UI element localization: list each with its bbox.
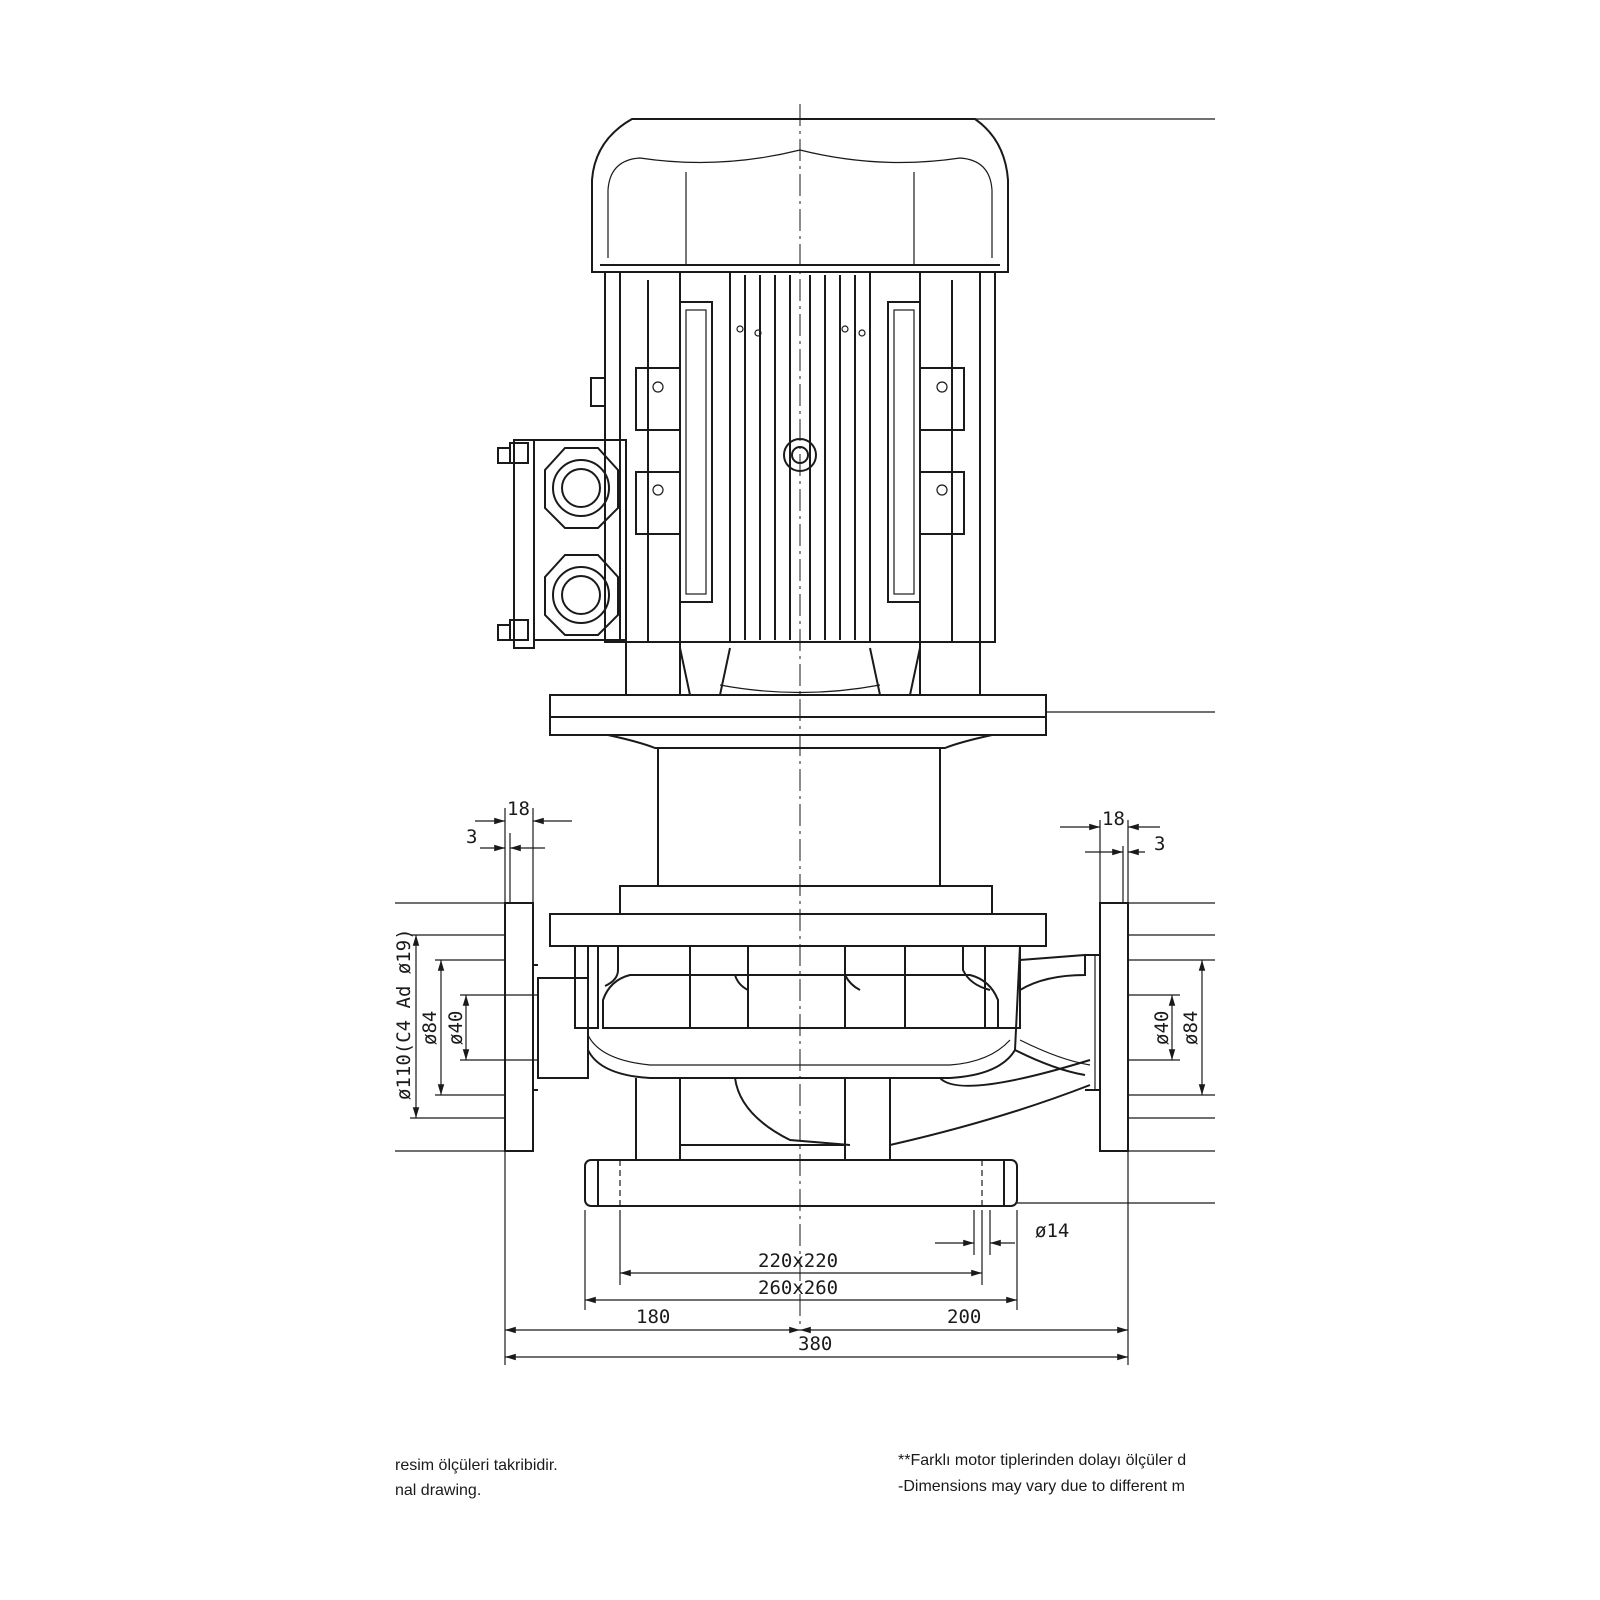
note-right-line1: **Farklı motor tiplerinden dolayı ölçüle… — [898, 1452, 1187, 1469]
inlet-flange — [504, 902, 589, 1152]
dim-diameters-right — [1128, 902, 1215, 1152]
dim-text-right-offset: 200 — [947, 1306, 981, 1328]
dim-flange-left — [475, 808, 572, 903]
dim-text-raised-face-right: ø84 — [1180, 1011, 1202, 1045]
note-left-line1: resim ölçüleri takribidir. — [395, 1457, 558, 1474]
dim-diameters-left — [395, 902, 538, 1152]
dim-text-base-hole: ø14 — [1035, 1220, 1069, 1242]
base-plate — [584, 1159, 1018, 1207]
dim-overall — [504, 1151, 1129, 1365]
dim-text-base-plate: 260x260 — [758, 1277, 838, 1299]
dim-text-flange-thickness-left: 18 — [507, 798, 530, 820]
note-right-line2: -Dimensions may vary due to different m — [898, 1478, 1185, 1495]
dim-base-hole — [935, 1210, 1015, 1255]
motor-flange — [549, 694, 1047, 749]
lantern-adapter — [549, 747, 1047, 947]
dim-text-left-offset: 180 — [636, 1306, 670, 1328]
motor-body — [604, 271, 996, 696]
dim-text-bore-right: ø40 — [1151, 1011, 1173, 1045]
dim-flange-right — [1060, 820, 1160, 903]
note-left-line2: nal drawing. — [395, 1482, 482, 1499]
dim-text-bolt-circle-left: ø110(C4 Ad ø19) — [393, 928, 415, 1100]
pump-housing — [574, 945, 1091, 1160]
dim-text-raised-face-left: ø84 — [419, 1011, 441, 1045]
dim-base-plate — [584, 1210, 1018, 1310]
dim-text-flange-thickness-right: 18 — [1102, 808, 1125, 830]
dim-text-bore-left: ø40 — [445, 1011, 467, 1045]
dim-text-flange-gap-left: 3 — [466, 826, 477, 848]
dim-text-flange-gap-right: 3 — [1154, 833, 1165, 855]
dim-text-base-hole-pattern: 220x220 — [758, 1250, 838, 1272]
dim-text-overall-length: 380 — [798, 1333, 832, 1355]
terminal-box — [497, 377, 627, 649]
outlet-flange — [1085, 902, 1129, 1152]
